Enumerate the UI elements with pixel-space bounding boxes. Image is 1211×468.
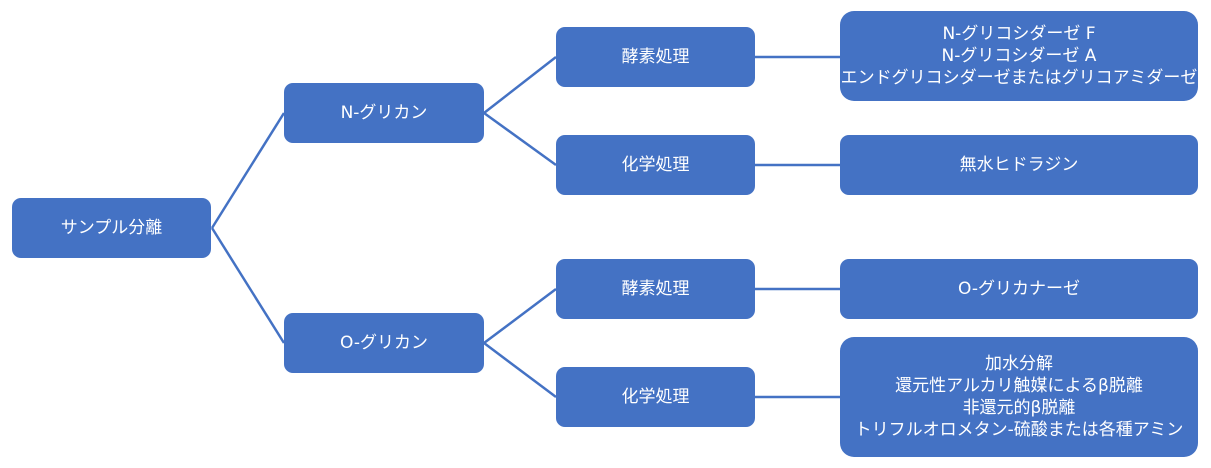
detail-line: 無水ヒドラジン	[959, 155, 1079, 175]
detail-line: 還元性アルカリ触媒によるβ脱離	[895, 376, 1143, 396]
n-chemical-detail-node: 無水ヒドラジン	[840, 135, 1198, 195]
root-node-label: サンプル分離	[60, 218, 163, 238]
connector-root-oglycan	[210, 227, 286, 344]
connector-root-nglycan	[210, 112, 286, 229]
n-chemical-label: 化学処理	[621, 155, 690, 175]
o-enzymatic-treatment-node: 酵素処理	[556, 259, 755, 319]
o-glycan-node: O-グリカン	[284, 313, 484, 373]
o-chemical-treatment-node: 化学処理	[556, 367, 755, 427]
detail-line: O-グリカナーゼ	[958, 279, 1080, 299]
n-enzymatic-detail-node: N-グリコシダーゼ F N-グリコシダーゼ A エンドグリコシダーゼまたはグリコ…	[840, 11, 1198, 101]
detail-line: N-グリコシダーゼ F	[942, 24, 1096, 44]
connector-nglycan-enzymatic	[483, 56, 557, 114]
root-node-sample-separation: サンプル分離	[12, 198, 211, 258]
o-glycan-label: O-グリカン	[340, 333, 428, 353]
connector-oglycan-enzymatic	[483, 288, 557, 344]
connector-nglycan-chemical	[483, 111, 557, 167]
detail-line: 加水分解	[985, 354, 1053, 374]
n-enzymatic-label: 酵素処理	[621, 47, 690, 67]
o-enzymatic-detail-node: O-グリカナーゼ	[840, 259, 1198, 319]
detail-line: 非還元的β脱離	[962, 398, 1076, 418]
n-chemical-treatment-node: 化学処理	[556, 135, 755, 195]
o-chemical-detail-node: 加水分解 還元性アルカリ触媒によるβ脱離 非還元的β脱離 トリフルオロメタン-硫…	[840, 337, 1198, 457]
n-glycan-node: N-グリカン	[284, 83, 484, 143]
detail-line: N-グリコシダーゼ A	[941, 46, 1097, 66]
n-glycan-label: N-グリカン	[340, 103, 428, 123]
o-chemical-label: 化学処理	[621, 387, 690, 407]
detail-line: トリフルオロメタン-硫酸または各種アミン	[854, 420, 1184, 440]
connector-oglycan-chemical	[483, 342, 557, 398]
detail-line: エンドグリコシダーゼまたはグリコアミダーゼ	[840, 68, 1198, 88]
n-enzymatic-treatment-node: 酵素処理	[556, 27, 755, 87]
o-enzymatic-label: 酵素処理	[621, 279, 690, 299]
